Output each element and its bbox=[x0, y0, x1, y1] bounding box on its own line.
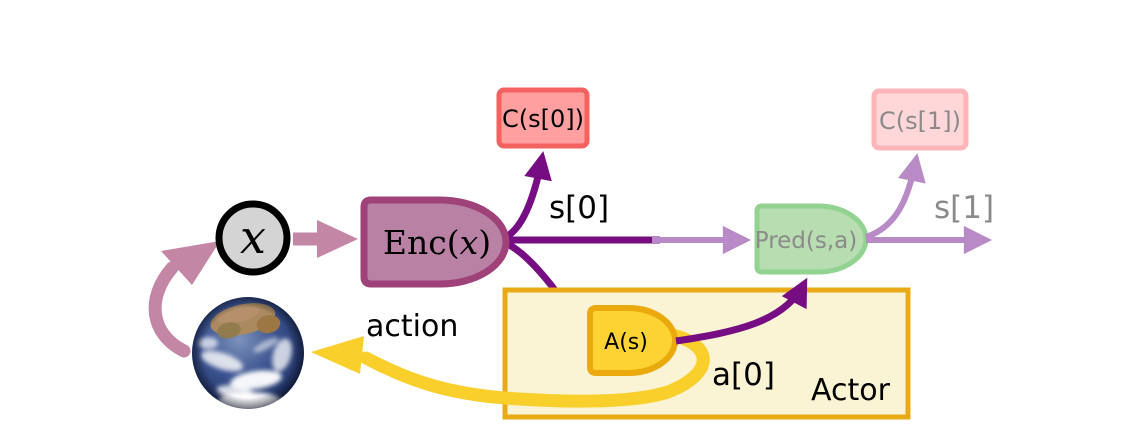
action0-label: a[0] bbox=[712, 357, 775, 393]
earth-image bbox=[192, 297, 304, 409]
cost1-label: C(s[1]) bbox=[879, 107, 961, 135]
predictor-node bbox=[754, 203, 869, 275]
world-feedback-arrow bbox=[148, 241, 220, 358]
policy-node bbox=[587, 305, 678, 376]
encoder-label: Enc(x) bbox=[383, 223, 491, 262]
predictor-label: Pred(s,a) bbox=[755, 228, 858, 254]
observation-label: x bbox=[240, 210, 266, 264]
state0-to-cost-arrow bbox=[504, 151, 552, 241]
actor-label: Actor bbox=[811, 373, 891, 408]
state1-to-cost-arrow bbox=[864, 153, 926, 240]
state0-label: s[0] bbox=[549, 190, 609, 226]
encoder-node bbox=[360, 196, 510, 288]
observation-to-encoder-arrow bbox=[293, 220, 358, 258]
policy-label: A(s) bbox=[604, 330, 648, 355]
policy-to-predictor-arrow bbox=[675, 277, 808, 345]
action-arrow bbox=[311, 327, 710, 408]
observation-node bbox=[215, 200, 291, 276]
state1-label: s[1] bbox=[934, 190, 994, 226]
action-label: action bbox=[366, 309, 458, 344]
cost0-label: C(s[0]) bbox=[502, 105, 584, 133]
cost1-box bbox=[871, 88, 969, 151]
cost0-box bbox=[496, 87, 590, 149]
